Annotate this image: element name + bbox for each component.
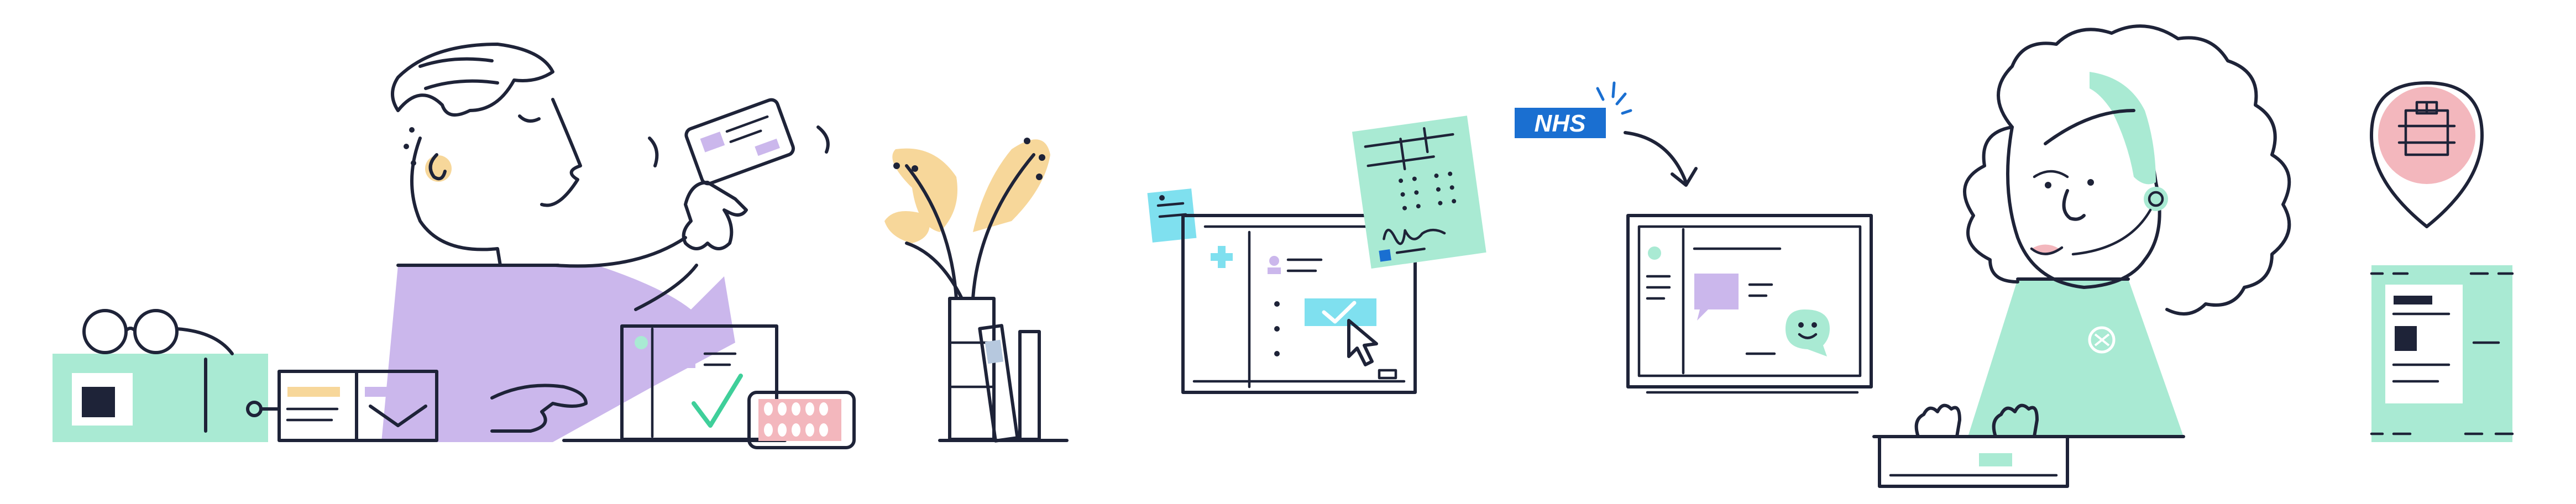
prescription-sheet-icon [1352,116,1486,269]
nhs-logo-bg [1515,108,1606,138]
scene-woman-with-card [53,43,856,449]
nhs-logo-text: NHS [1535,110,1586,137]
typing-hand-left [1914,403,1961,438]
scene-pharmacist-headset [1872,24,2291,488]
person-head [391,43,582,267]
id-card-icon [648,98,830,186]
plant-vase-icon [884,138,1050,441]
clinic-card-icon [2370,265,2514,442]
tablet-checkmark-icon [562,324,787,442]
chat-bubble-icon [1694,274,1773,321]
browser-window [1181,214,1417,394]
pill-pack-icon [747,391,856,449]
typing-hand-right [1992,403,2039,438]
nhs-logo: NHS [1515,81,1632,138]
location-pin-icon [2370,81,2484,228]
pharmacist-uniform [1968,279,2184,437]
laptop-screen [1626,214,1873,394]
books-icon [938,324,1069,443]
keyboard-icon [1878,435,2069,488]
scene-online-prescription [1147,116,1486,394]
person-torso [381,265,735,442]
person-hand [682,181,748,250]
wallet-icon [246,370,438,442]
pharmacy-icon [2397,101,2456,156]
glasses-icon [82,309,234,355]
scene-plant-books [884,138,1069,443]
scene-pharmacy-location [2370,81,2514,442]
smiley-chat-icon [1786,309,1830,356]
scene-nhs-screen: NHS [1515,81,1873,394]
pointing-hand [490,384,588,433]
medical-cross-icon [1211,246,1233,268]
arrow-icon [1624,131,1688,184]
mint-box [53,354,268,442]
curly-hair [1963,24,2291,316]
cursor-icon [1347,319,1378,366]
headset-icon [2071,187,2168,256]
